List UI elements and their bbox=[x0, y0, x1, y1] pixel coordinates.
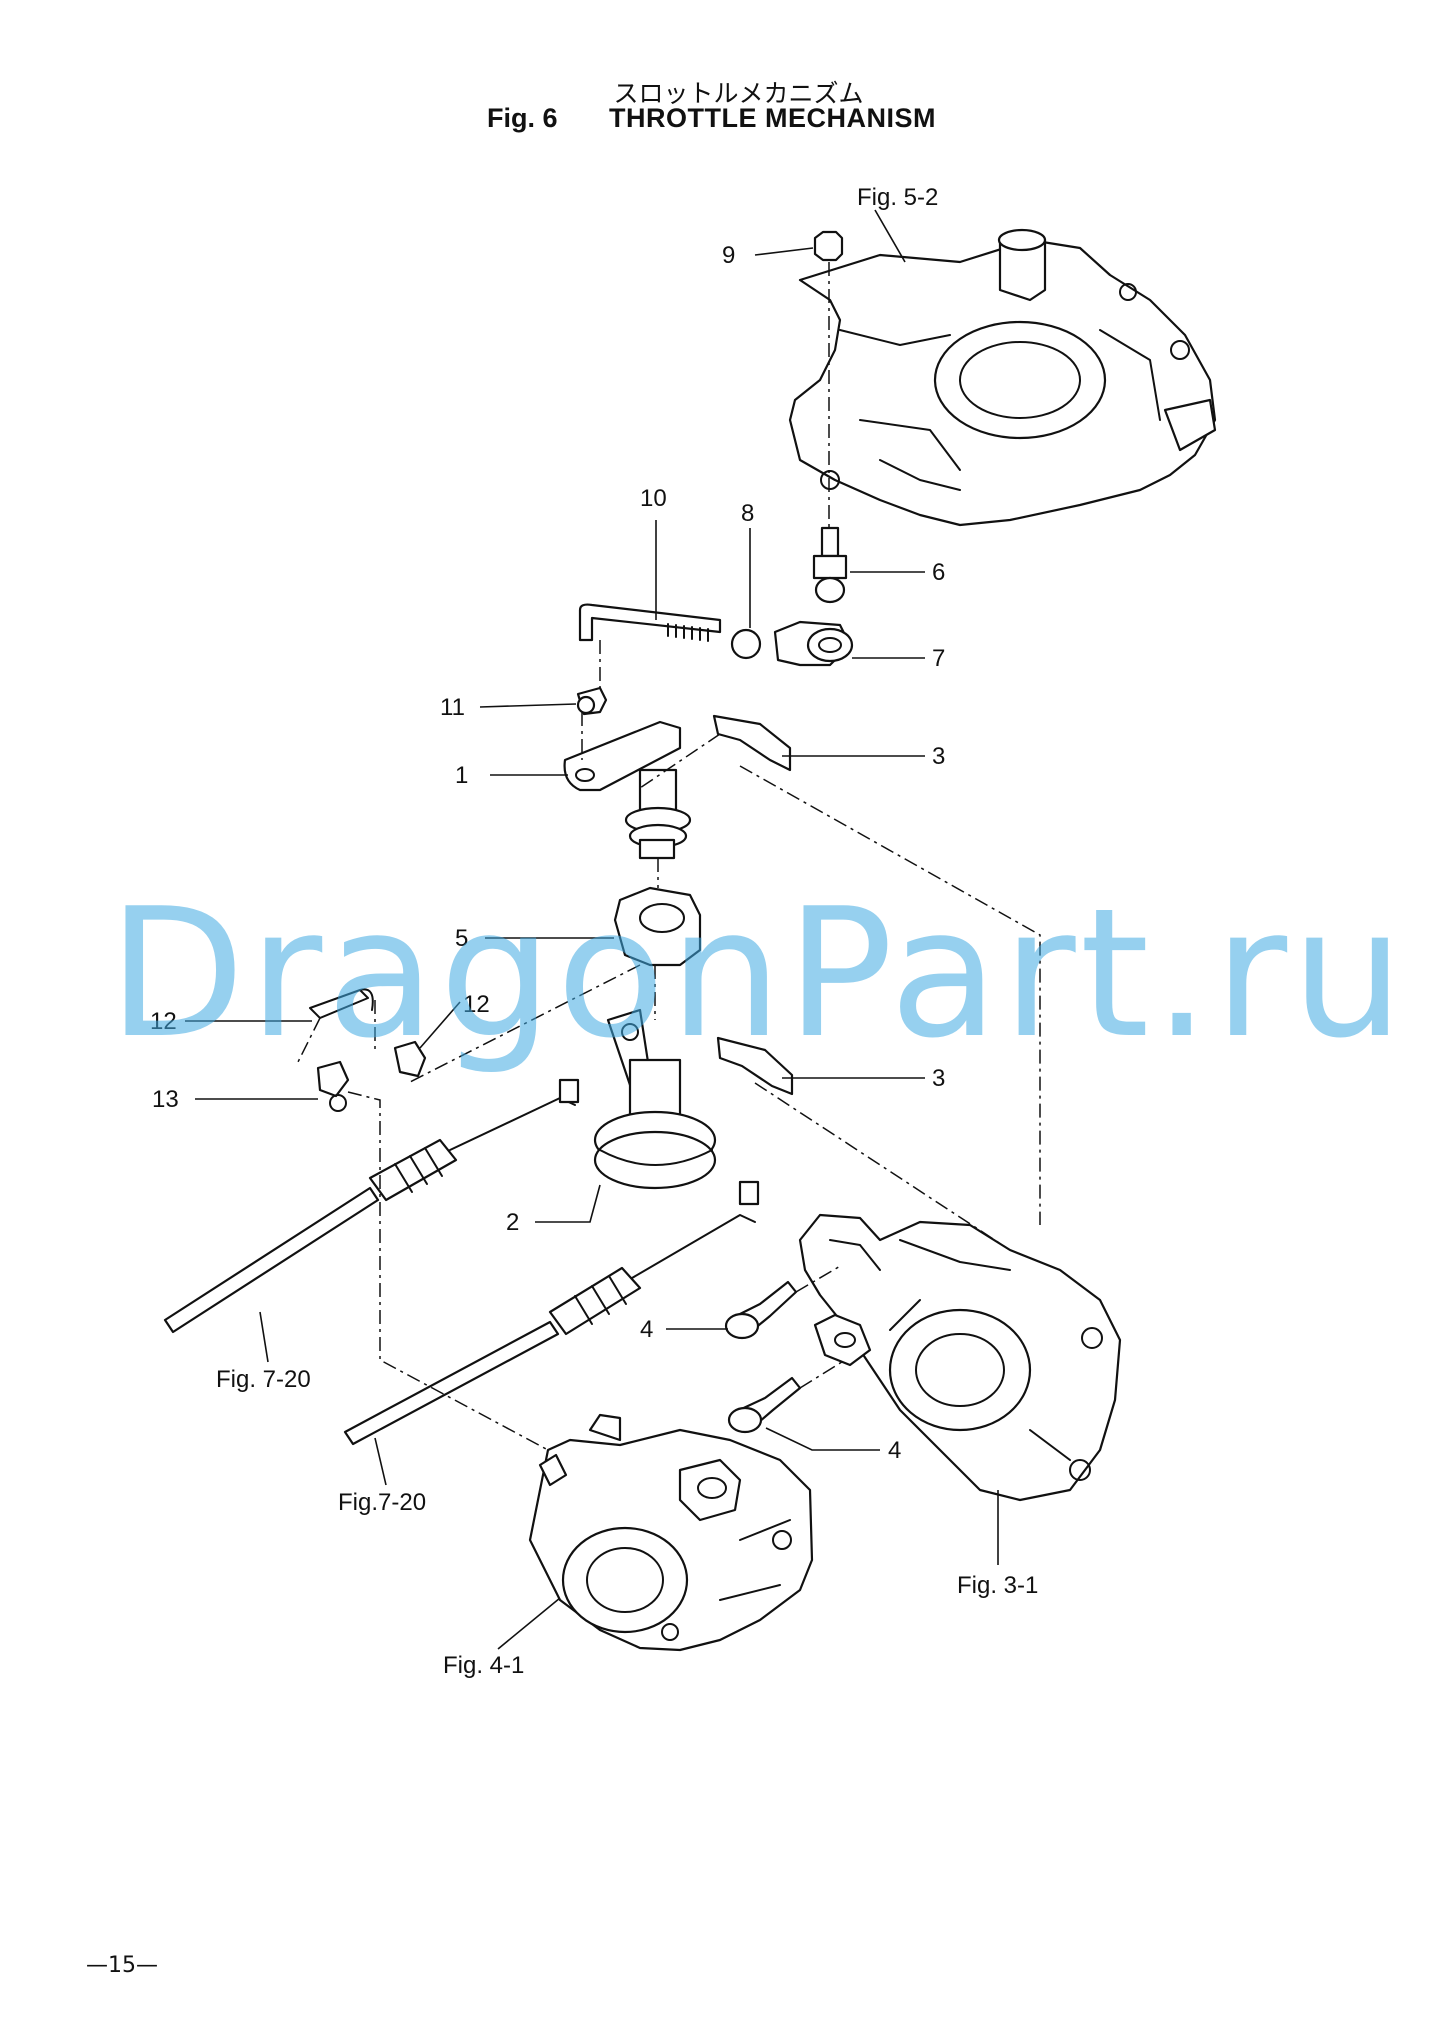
callout-4-upper: 4 bbox=[640, 1316, 653, 1343]
ref-fig-7-20-a: Fig. 7-20 bbox=[216, 1366, 311, 1393]
callout-7: 7 bbox=[932, 645, 945, 672]
housing-fig-5-2 bbox=[788, 228, 1217, 527]
figure-title: THROTTLE MECHANISM bbox=[609, 103, 936, 133]
page-number: —15— bbox=[86, 1953, 158, 1978]
assembly-centerlines bbox=[297, 262, 1041, 1451]
callout-6: 6 bbox=[932, 559, 945, 586]
clip-part-12 bbox=[393, 1040, 427, 1078]
figure-number: Fig. 6 bbox=[487, 103, 558, 133]
screw-part-4-upper bbox=[724, 1280, 798, 1340]
ref-fig-4-1: Fig. 4-1 bbox=[443, 1652, 524, 1679]
bracket-part-3-lower bbox=[716, 1036, 794, 1096]
callout-10: 10 bbox=[640, 485, 667, 512]
bracket-part-3-upper bbox=[712, 714, 792, 772]
callout-2: 2 bbox=[506, 1209, 519, 1236]
leader-lines bbox=[185, 209, 999, 1650]
throttle-lever-part-1 bbox=[563, 720, 692, 860]
ref-fig-3-1: Fig. 3-1 bbox=[957, 1572, 1038, 1599]
ref-fig-7-20-b: Fig.7-20 bbox=[338, 1489, 426, 1516]
nut-part-9 bbox=[813, 230, 844, 262]
nut-part-8 bbox=[730, 628, 762, 660]
callout-12-right: 12 bbox=[463, 991, 490, 1018]
callout-5: 5 bbox=[455, 925, 468, 952]
screw-part-4-lower bbox=[727, 1376, 802, 1434]
clip-part-11 bbox=[576, 686, 608, 716]
throttle-cam-part-2 bbox=[593, 1008, 717, 1190]
rod-end-part-7 bbox=[773, 620, 854, 667]
ref-fig-5-2: Fig. 5-2 bbox=[857, 184, 938, 211]
wire-clip-part-12 bbox=[309, 988, 374, 1019]
callout-12-left: 12 bbox=[150, 1008, 177, 1035]
callout-11: 11 bbox=[440, 694, 465, 721]
callout-1: 1 bbox=[455, 762, 468, 789]
callout-8: 8 bbox=[741, 500, 754, 527]
watermark: DragonPart.ru bbox=[108, 870, 1408, 1077]
carburetor-fig-4-1 bbox=[528, 1413, 814, 1652]
ball-joint-part-6 bbox=[812, 526, 848, 604]
callout-3-lower: 3 bbox=[932, 1065, 945, 1092]
callout-3-upper: 3 bbox=[932, 743, 945, 770]
japanese-title: スロットルメカニズム bbox=[613, 79, 864, 108]
callout-13: 13 bbox=[152, 1086, 179, 1113]
callout-9: 9 bbox=[722, 242, 735, 269]
callout-4-lower: 4 bbox=[888, 1437, 901, 1464]
throttle-cable-fig-7-20-b bbox=[343, 1180, 760, 1446]
housing-fig-3-1 bbox=[798, 1213, 1122, 1502]
throttle-cable-fig-7-20-a bbox=[163, 1078, 580, 1334]
throttle-rod-part-10 bbox=[578, 603, 722, 642]
bushing-part-5 bbox=[613, 886, 702, 967]
clip-part-13 bbox=[316, 1060, 350, 1112]
